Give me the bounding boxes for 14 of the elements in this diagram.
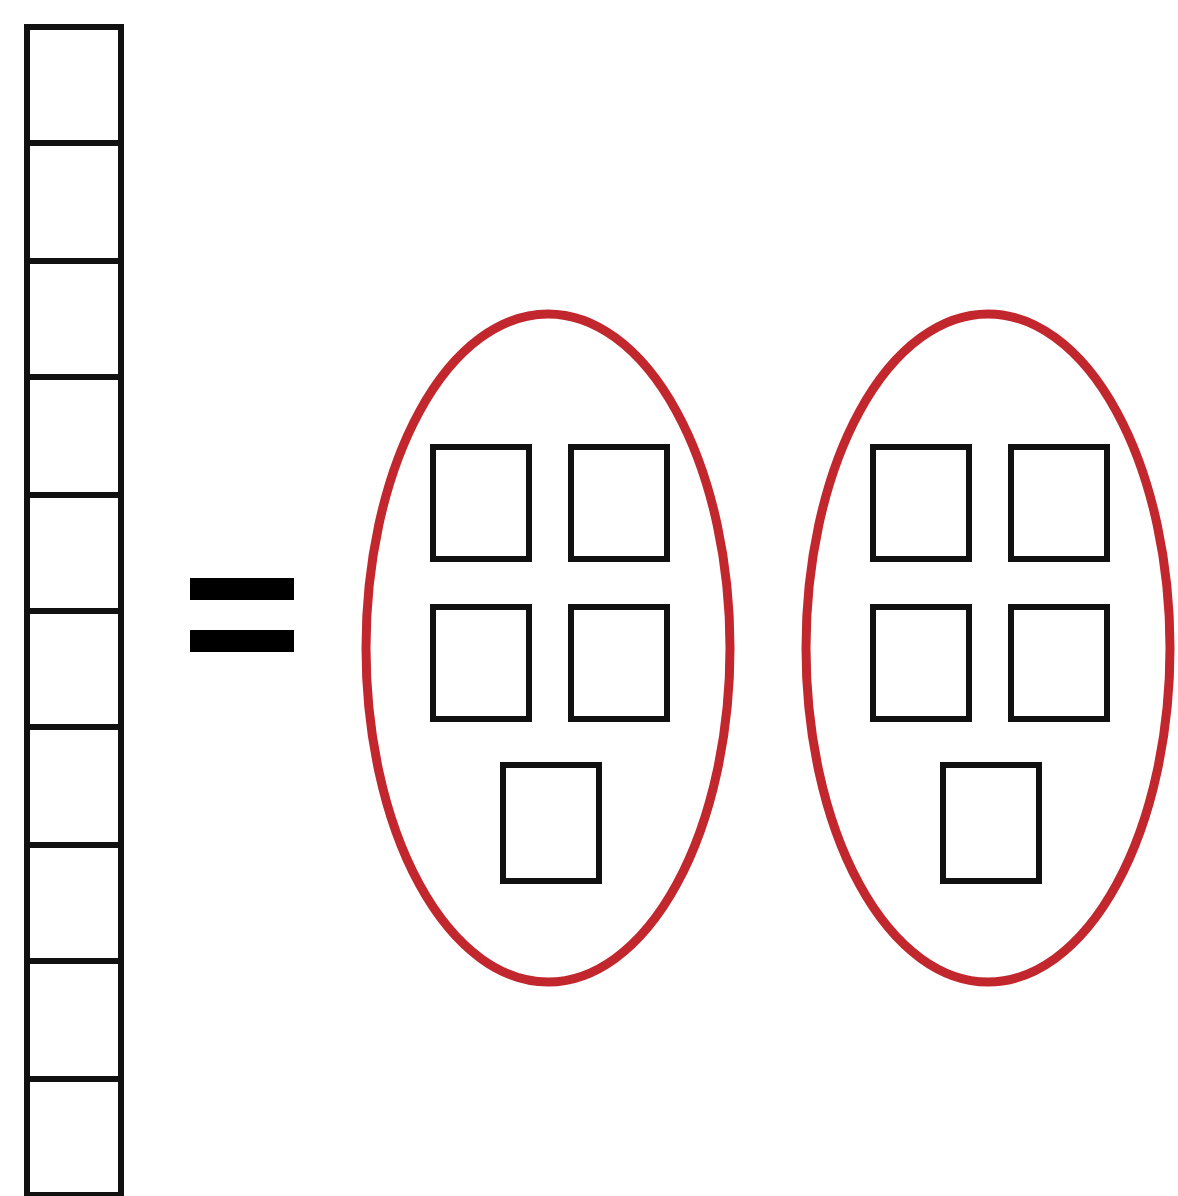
square: [430, 604, 532, 722]
square: [940, 762, 1042, 884]
square: [870, 444, 972, 562]
square: [500, 762, 602, 884]
square: [568, 604, 670, 722]
square: [1008, 604, 1110, 722]
square: [1008, 444, 1110, 562]
square: [870, 604, 972, 722]
square: [24, 374, 124, 498]
square: [430, 444, 532, 562]
square: [24, 958, 124, 1082]
square: [24, 724, 124, 848]
square: [24, 140, 124, 264]
square: [568, 444, 670, 562]
